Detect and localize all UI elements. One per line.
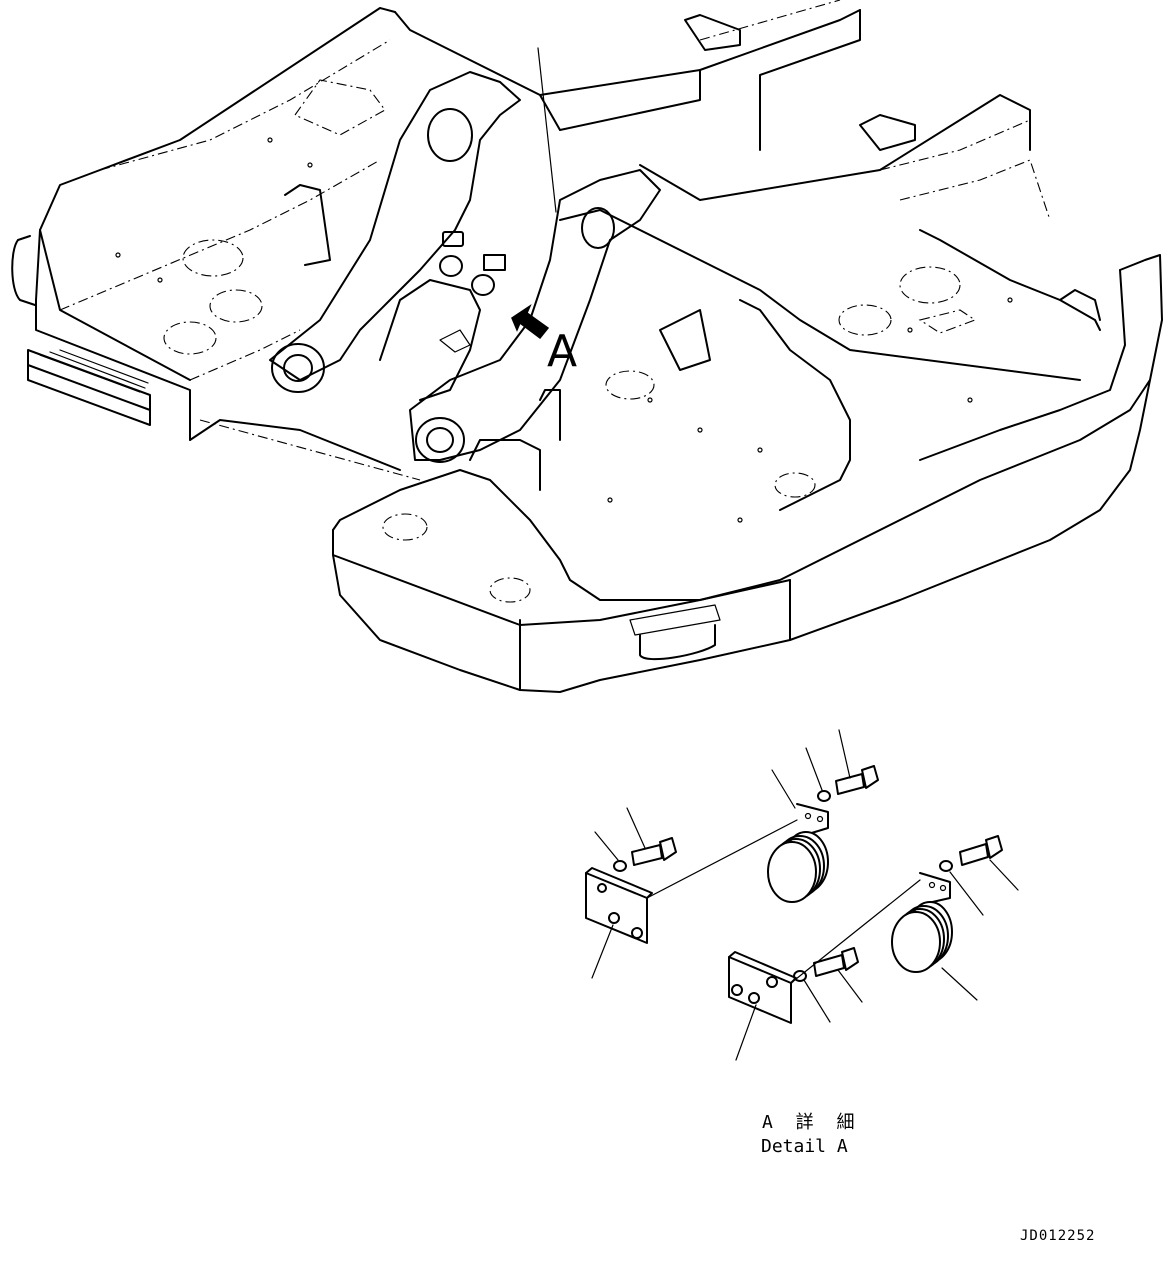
lower-bolt-right <box>959 835 1003 866</box>
lower-washer-left <box>793 970 807 982</box>
upper-washer-right <box>817 790 831 802</box>
upper-horn <box>767 803 829 903</box>
assembly-line-upper <box>646 819 798 899</box>
lower-bolt-left <box>813 947 859 977</box>
detail-a-exploded <box>585 729 1019 1061</box>
upper-bracket-plate <box>585 867 653 944</box>
view-arrow <box>511 303 550 340</box>
lower-bracket-plate <box>728 951 797 1024</box>
revolving-frame <box>11 0 1163 693</box>
deck-bolt-dots <box>115 137 1013 523</box>
lower-horn <box>891 872 953 973</box>
detail-caption-japanese: A 詳 細 <box>762 1112 861 1133</box>
upper-washer-left <box>613 860 627 872</box>
boom-bracket-right <box>409 169 661 463</box>
detail-caption-english: Detail A <box>761 1136 848 1157</box>
part-leader-lines <box>591 729 1019 1061</box>
horn-leader-line <box>537 47 557 213</box>
lower-washer-right <box>939 860 953 872</box>
upper-bolt-left <box>631 837 677 866</box>
view-marker-letter: A <box>547 326 578 377</box>
drawing-number: JD012252 <box>1020 1228 1096 1244</box>
counterweight <box>332 370 1151 693</box>
upper-bolt-right <box>835 765 879 795</box>
left-step <box>11 235 191 441</box>
boom-bracket-left <box>269 71 521 393</box>
horns-installed <box>439 231 506 353</box>
assembly-line-lower <box>790 879 921 984</box>
